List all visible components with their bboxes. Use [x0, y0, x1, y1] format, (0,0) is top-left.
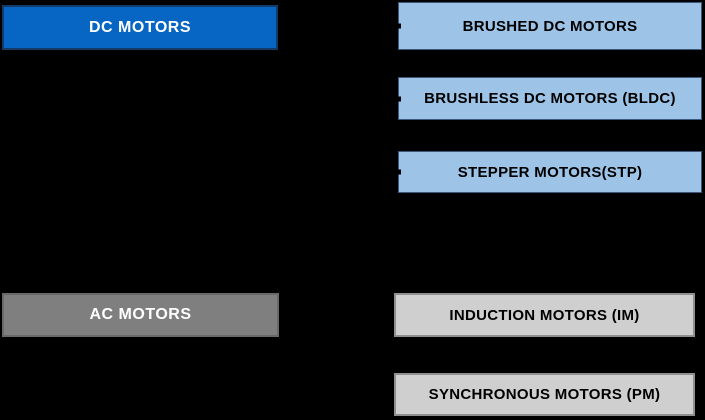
connector-dc-trunk-v	[338, 25, 340, 173]
ac-motors-label: AC MOTORS	[89, 306, 192, 323]
stepper-motors-label: STEPPER MOTORS(STP)	[457, 163, 643, 181]
brushless-dc-motors-label: BRUSHLESS DC MOTORS (BLDC)	[424, 90, 676, 107]
connector-ac-trunk-h	[279, 314, 394, 316]
stepper-motors-box: STEPPER MOTORS(STP)	[398, 151, 702, 193]
synchronous-motors-box: SYNCHRONOUS MOTORS (PM)	[394, 373, 695, 416]
connector-ac-synchronous-h	[338, 393, 394, 395]
ac-motors-box: AC MOTORS	[2, 293, 279, 337]
brushed-dc-motors-label: BRUSHED DC MOTORS	[462, 17, 638, 35]
connector-dc-brushless-h	[338, 97, 398, 99]
induction-motors-label: INDUCTION MOTORS (IM)	[449, 306, 640, 324]
induction-motors-box: INDUCTION MOTORS (IM)	[394, 293, 695, 337]
dc-motors-box: DC MOTORS	[2, 5, 278, 50]
brushless-dc-motors-box: BRUSHLESS DC MOTORS (BLDC)	[398, 77, 702, 120]
brushed-dc-motors-box: BRUSHED DC MOTORS	[398, 2, 702, 50]
dc-motors-label: DC MOTORS	[89, 18, 191, 36]
connector-ac-trunk-v	[338, 314, 340, 395]
connector-dc-stepper-h	[338, 171, 398, 173]
synchronous-motors-label: SYNCHRONOUS MOTORS (PM)	[428, 386, 661, 403]
